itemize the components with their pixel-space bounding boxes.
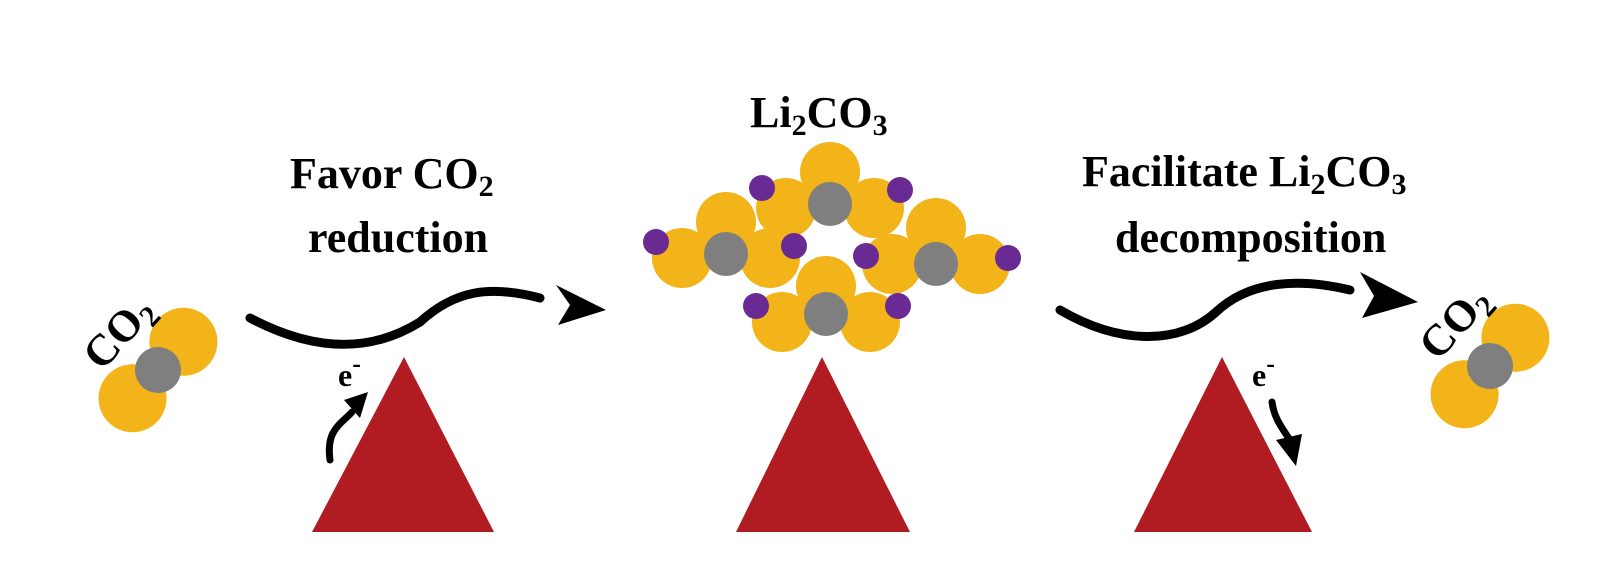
reduction-arrowhead <box>556 285 606 325</box>
carbon-atom <box>704 232 748 276</box>
lithium-atom <box>853 243 879 269</box>
electron-label-left: e- <box>338 349 361 393</box>
facilitate-sub2: 3 <box>1392 168 1407 201</box>
electron-out-arrowhead <box>1276 434 1302 466</box>
catalyst-triangle-right <box>1134 357 1312 532</box>
li2co3-cluster <box>643 142 1021 352</box>
lithium-atom <box>887 177 913 203</box>
lithium-atom <box>743 293 769 319</box>
product-co2-molecule <box>1430 303 1550 429</box>
decomposition-arrow <box>1055 278 1355 341</box>
favor-text: Favor CO <box>290 149 479 198</box>
carbon-atom <box>135 347 181 393</box>
oxygen-atom <box>696 192 756 252</box>
reduction-arrow <box>245 286 545 349</box>
li2co3-label: Li2CO3 <box>750 88 888 142</box>
catalyst-triangle-middle <box>736 357 910 532</box>
carbonate-unit-bottom <box>743 256 911 352</box>
oxygen-atom <box>906 198 966 258</box>
oxygen-atom <box>840 292 900 352</box>
lithium-atom <box>885 293 911 319</box>
electron-e: e <box>338 357 352 393</box>
carbon-atom <box>804 292 848 336</box>
facilitate-co: CO <box>1326 147 1392 196</box>
carbon-atom <box>808 182 852 226</box>
lithium-atom <box>749 175 775 201</box>
favor-subscript: 2 <box>479 170 494 203</box>
facilitate-label-line1: Facilitate Li2CO3 <box>1082 147 1407 201</box>
oxygen-atom <box>950 234 1010 294</box>
facilitate-sub1: 2 <box>1311 168 1326 201</box>
lithium-atom <box>781 233 807 259</box>
co-text: CO <box>807 88 873 137</box>
favor-co2-label-line2: reduction <box>308 213 488 262</box>
electron-out-arrow <box>1268 398 1294 444</box>
electron-label-right: e- <box>1252 349 1275 393</box>
reactant-co2-molecule <box>98 307 218 433</box>
lithium-atom <box>995 245 1021 271</box>
carbon-atom <box>914 242 958 286</box>
electron-in-arrow <box>325 408 356 464</box>
oxygen-atom <box>800 142 860 202</box>
carbonate-unit-top <box>749 142 913 238</box>
catalyst-triangle-left <box>312 357 494 532</box>
oxygen-atom <box>862 234 922 294</box>
co-subscript: 3 <box>873 109 888 142</box>
lithium-atom <box>643 229 669 255</box>
decomposition-arrowhead <box>1360 272 1418 318</box>
electron-minus: - <box>352 349 361 378</box>
electron-minus: - <box>1266 349 1275 378</box>
li-subscript: 2 <box>792 109 807 142</box>
favor-co2-label-line1: Favor CO2 <box>290 149 494 203</box>
carbon-atom <box>1467 343 1513 389</box>
electron-e: e <box>1252 357 1266 393</box>
facilitate-text: Facilitate Li <box>1082 147 1311 196</box>
li-text: Li <box>750 88 792 137</box>
electron-in-arrowhead <box>344 392 368 418</box>
carbonate-unit-right <box>853 198 1021 294</box>
carbonate-unit-left <box>643 192 807 288</box>
facilitate-label-line2: decomposition <box>1115 213 1386 262</box>
